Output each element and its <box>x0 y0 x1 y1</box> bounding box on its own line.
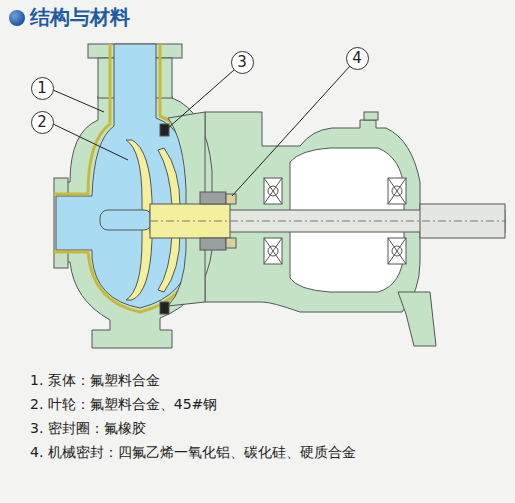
pump-drawing <box>54 44 505 348</box>
callout-number: 3 <box>237 55 247 70</box>
material-item: 1. 泵体：氟塑料合金 <box>30 372 160 390</box>
callout-circle: 4 <box>346 47 369 70</box>
material-item: 4. 机械密封：四氟乙烯一氧化铝、碳化硅、硬质合金 <box>30 444 356 462</box>
material-item: 3. 密封圈：氟橡胶 <box>30 420 146 438</box>
callout-circle: 3 <box>231 51 254 74</box>
callout-number: 2 <box>37 115 47 130</box>
callout-circle: 1 <box>31 77 54 100</box>
section-title: 结构与材料 <box>30 4 130 31</box>
leader-lines <box>53 66 350 196</box>
callout-circle: 2 <box>31 111 54 134</box>
title-bullet <box>9 10 25 26</box>
callout-number: 1 <box>37 81 47 96</box>
material-item: 2. 叶轮：氟塑料合金、45#钢 <box>30 396 217 414</box>
callout-number: 4 <box>352 51 362 66</box>
